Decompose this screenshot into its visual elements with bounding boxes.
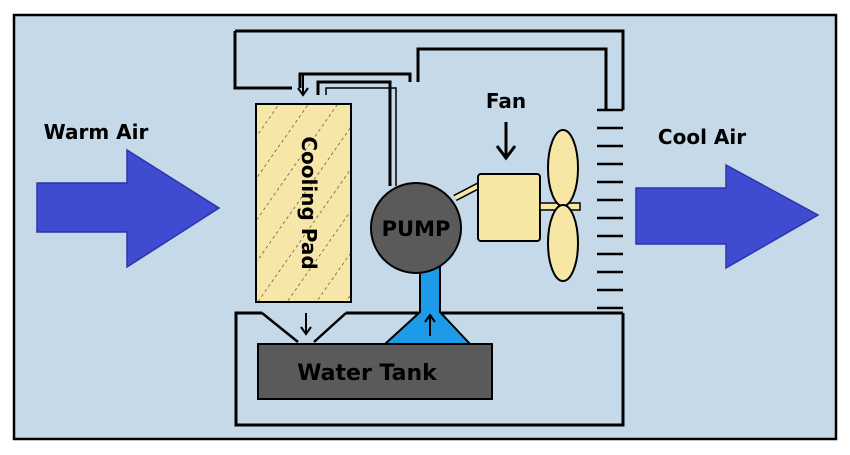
- pump: [370, 182, 462, 274]
- water-up-arrow: [424, 313, 436, 336]
- cooling-pad-label: Cooling Pad: [297, 136, 321, 269]
- water-tank-label: Water Tank: [297, 361, 438, 386]
- water-tank: [257, 343, 493, 400]
- housing-inner-top: [233, 31, 608, 110]
- water-pipe: [316, 80, 392, 186]
- fan-motor: [477, 173, 541, 242]
- housing-outline: [234, 29, 625, 427]
- cool-air-label: Cool Air: [658, 125, 746, 149]
- drip-arrow-top: [297, 74, 309, 97]
- cool-air-arrow: [635, 163, 820, 270]
- fan-down-arrow: [495, 122, 517, 161]
- drain-funnel: [261, 312, 347, 343]
- vent-louvres: [597, 108, 623, 310]
- fan-label: Fan: [486, 89, 526, 113]
- fan-blade-bottom: [547, 204, 579, 282]
- pump-label: PUMP: [382, 217, 451, 241]
- water-pipe-inner: [325, 87, 397, 186]
- warm-air-arrow: [36, 148, 221, 269]
- cooling-pad-hatch: [256, 104, 351, 302]
- fan-blade-top: [547, 129, 579, 207]
- warm-air-label: Warm Air: [44, 120, 149, 144]
- drip-arrow-bottom: [300, 313, 312, 336]
